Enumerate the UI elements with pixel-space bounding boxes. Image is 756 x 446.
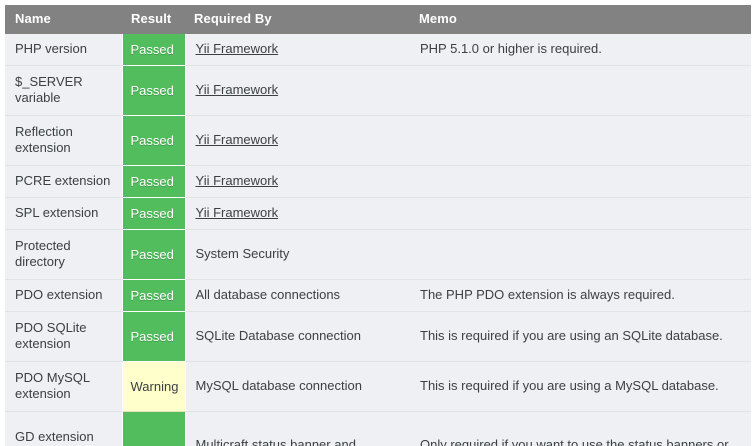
table-header-row: Name Result Required By Memo: [5, 5, 751, 34]
cell-required-by: Yii Framework: [185, 115, 411, 166]
cell-requirement-name: GD extension with FreeType support: [5, 411, 122, 446]
status-badge: Passed: [121, 411, 186, 446]
cell-requirement-name: PCRE extension: [5, 165, 122, 198]
status-badge-label: Passed: [130, 82, 174, 98]
cell-memo: Only required if you want to use the sta…: [411, 411, 751, 446]
cell-requirement-name: PHP version: [5, 34, 122, 66]
cell-memo: [411, 65, 751, 116]
cell-requirement-name: $_SERVER variable: [5, 65, 122, 116]
table-row: PDO SQLite extension Passed SQLite Databas…: [5, 311, 751, 362]
cell-required-by: Yii Framework: [185, 197, 411, 230]
cell-required-by: Yii Framework: [185, 65, 411, 116]
cell-required-by: System Security: [185, 229, 411, 280]
status-badge: Passed: [121, 229, 186, 280]
table-row: GD extension with FreeType supportPassed…: [5, 411, 751, 446]
cell-required-by: Yii Framework: [185, 34, 411, 66]
cell-memo: The PHP PDO extension is always required…: [411, 279, 751, 312]
table-row: $_SERVER variable Passed Yii Framework: [5, 65, 751, 116]
status-badge-label: Passed: [123, 412, 185, 446]
cell-memo: PHP 5.1.0 or higher is required.: [411, 34, 751, 66]
status-badge-label: Passed: [130, 173, 174, 189]
status-badge: Passed: [121, 279, 186, 312]
cell-required-by: All database connections: [185, 279, 411, 312]
status-badge-label: Passed: [130, 205, 174, 221]
status-badge-label: Passed: [130, 41, 174, 57]
table-row: PDO MySQL extension Warning MySQL database…: [5, 361, 751, 412]
status-badge: Warning: [121, 361, 186, 412]
cell-requirement-name: PDO SQLite extension: [5, 311, 122, 362]
status-badge-label: Passed: [130, 328, 174, 344]
table-row: SPL extension Passed Yii Framework: [5, 197, 751, 230]
cell-memo: [411, 165, 751, 198]
status-badge: Passed: [121, 165, 186, 198]
cell-memo: This is required if you are using an SQL…: [411, 311, 751, 362]
cell-memo: [411, 229, 751, 280]
status-badge-label: Passed: [130, 132, 174, 148]
required-by-link[interactable]: Yii Framework: [195, 132, 279, 147]
column-header-memo: Memo: [411, 5, 751, 34]
table-row: PHP version Passed Yii Framework PHP 5.1.0 …: [5, 34, 751, 66]
cell-required-by: MySQL database connection: [185, 361, 411, 412]
required-by-link[interactable]: Yii Framework: [195, 41, 279, 56]
status-badge-label: Passed: [130, 287, 174, 303]
cell-required-by: Multicraft status banner and registratio…: [185, 411, 411, 446]
requirements-table: Name Result Required By Memo PHP version…: [5, 5, 751, 446]
cell-requirement-name: SPL extension: [5, 197, 122, 230]
required-by-link[interactable]: Yii Framework: [195, 82, 279, 97]
status-badge: Passed: [121, 115, 186, 166]
status-badge-label: Warning: [130, 378, 179, 394]
status-badge-label: Passed: [130, 246, 174, 262]
cell-required-by: SQLite Database connection: [185, 311, 411, 362]
table-header: Name Result Required By Memo: [5, 5, 751, 34]
required-by-link[interactable]: Yii Framework: [195, 205, 279, 220]
required-by-link[interactable]: Yii Framework: [195, 173, 279, 188]
cell-requirement-name: Reflection extension: [5, 115, 122, 166]
table-row: PCRE extension Passed Yii Framework: [5, 165, 751, 198]
table-row: Reflection extension Passed Yii Framework: [5, 115, 751, 166]
status-badge: Passed: [121, 65, 186, 116]
cell-memo: [411, 197, 751, 230]
column-header-required-by: Required By: [185, 5, 411, 34]
column-header-result: Result: [122, 5, 185, 34]
status-badge: Passed: [121, 311, 186, 362]
cell-requirement-name: PDO MySQL extension: [5, 361, 122, 412]
status-badge: Passed: [121, 34, 186, 66]
cell-required-by: Yii Framework: [185, 165, 411, 198]
cell-requirement-name: Protected directory: [5, 229, 122, 280]
cell-requirement-name: PDO extension: [5, 279, 122, 312]
column-header-name: Name: [5, 5, 122, 34]
status-badge: Passed: [121, 197, 186, 230]
table-row: PDO extension Passed All database connecti…: [5, 279, 751, 312]
cell-memo: This is required if you are using a MySQ…: [411, 361, 751, 412]
cell-memo: [411, 115, 751, 166]
table-row: Protected directory Passed System Security: [5, 229, 751, 280]
